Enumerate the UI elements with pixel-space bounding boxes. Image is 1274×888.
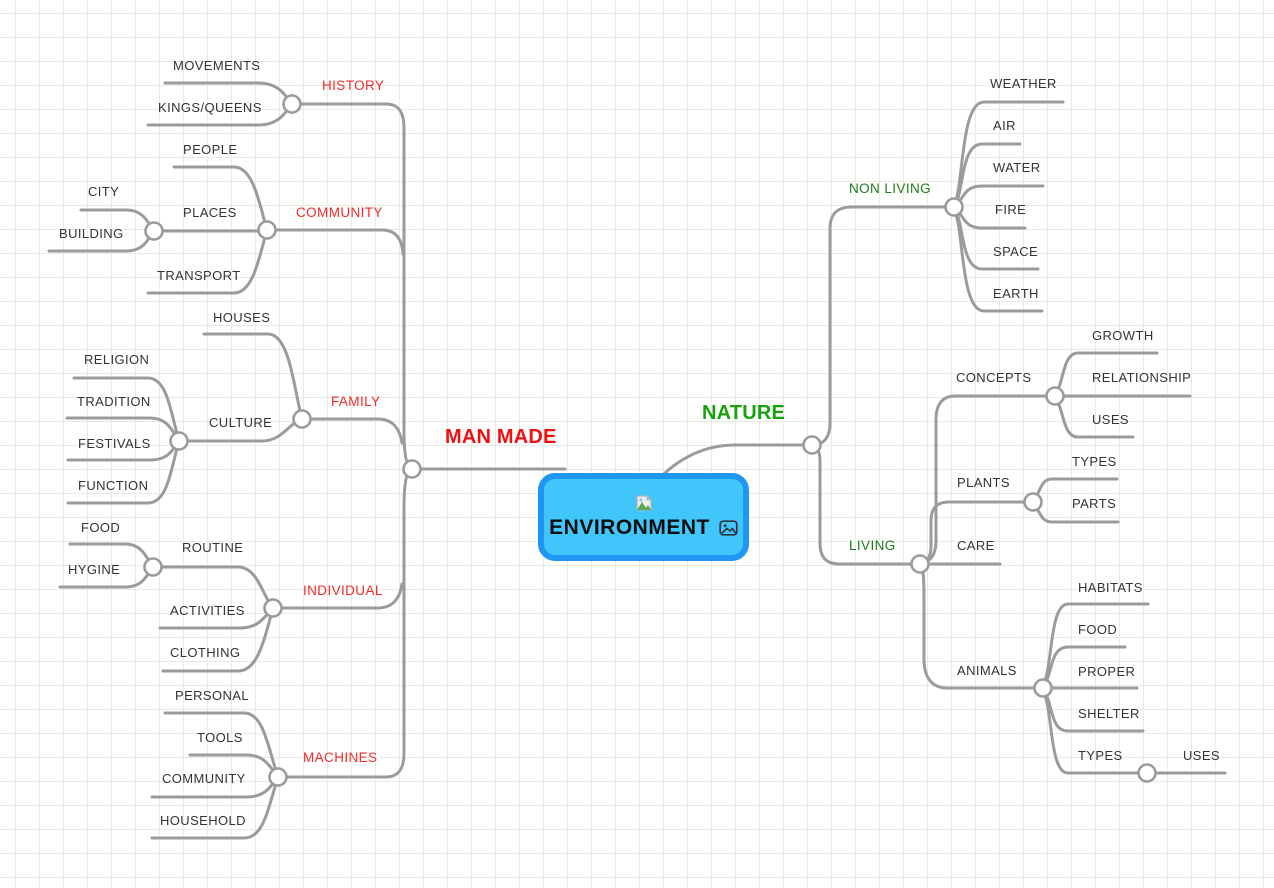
branch-connector [172,165,269,232]
node-building[interactable]: BUILDING [59,226,124,241]
node-types[interactable]: TYPES [1072,454,1117,469]
junction-toggle[interactable] [944,197,964,217]
junction-toggle[interactable] [1045,386,1065,406]
node-family[interactable]: FAMILY [331,394,381,409]
node-transport[interactable]: TRANSPORT [157,268,241,283]
branch-connector [163,711,280,779]
junction-toggle[interactable] [1023,492,1043,512]
branch-connector [202,332,304,421]
node-personal[interactable]: PERSONAL [175,688,250,703]
node-fire[interactable]: FIRE [995,202,1027,217]
node-individual[interactable]: INDIVIDUAL [303,583,383,598]
branch-connector [271,582,404,610]
node-living[interactable]: LIVING [849,538,896,553]
center-node-environment[interactable]: ENVIRONMENT [538,473,749,561]
junction-toggle[interactable] [1137,763,1157,783]
branch-connector [952,207,1040,271]
node-uses-2[interactable]: USES [1183,748,1221,763]
branch-connector [810,205,956,447]
branch-connector [384,467,415,779]
branch-connector [384,102,415,471]
node-movements[interactable]: MOVEMENTS [173,58,261,73]
node-machines[interactable]: MACHINES [303,750,378,765]
node-city[interactable]: CITY [88,184,120,199]
node-habitats[interactable]: HABITATS [1078,580,1143,595]
node-people[interactable]: PEOPLE [183,142,238,157]
node-weather[interactable]: WEATHER [990,76,1057,91]
center-node-title: ENVIRONMENT [549,515,710,539]
junction-toggle[interactable] [402,459,422,479]
branch-connector [66,439,181,505]
junction-toggle[interactable] [910,554,930,574]
node-function[interactable]: FUNCTION [78,478,149,493]
branch-connector [146,228,269,295]
node-man-made[interactable]: MAN MADE [445,426,557,448]
node-food[interactable]: FOOD [81,520,121,535]
node-history[interactable]: HISTORY [322,78,385,93]
branch-connector [952,208,1044,313]
branch-connector [161,606,275,673]
node-nature[interactable]: NATURE [702,402,786,424]
node-culture[interactable]: CULTURE [209,415,273,430]
node-parts[interactable]: PARTS [1072,496,1117,511]
junction-toggle[interactable] [282,94,302,114]
branch-connector [300,417,404,445]
photo-icon[interactable] [719,519,738,536]
junction-toggle[interactable] [143,557,163,577]
node-growth[interactable]: GROWTH [1092,328,1154,343]
junction-toggle[interactable] [268,767,288,787]
node-plants[interactable]: PLANTS [957,475,1010,490]
node-religion[interactable]: RELIGION [84,352,150,367]
node-concepts[interactable]: CONCEPTS [956,370,1032,385]
node-shelter[interactable]: SHELTER [1078,706,1140,721]
node-activities[interactable]: ACTIVITIES [170,603,245,618]
node-relationship[interactable]: RELATIONSHIP [1092,370,1192,385]
node-community-2[interactable]: COMMUNITY [162,771,246,786]
center-title-row: ENVIRONMENT [549,516,738,540]
branch-connector [1041,689,1141,775]
junction-toggle[interactable] [292,409,312,429]
node-space[interactable]: SPACE [993,244,1039,259]
branch-connector [1041,602,1150,687]
node-types-2[interactable]: TYPES [1078,748,1123,763]
node-non-living[interactable]: NON LIVING [849,181,932,196]
node-care[interactable]: CARE [957,538,995,553]
broken-image-icon [635,494,653,511]
node-animals[interactable]: ANIMALS [957,663,1017,678]
node-kings-queens[interactable]: KINGS/QUEENS [158,100,262,115]
node-household[interactable]: HOUSEHOLD [160,813,246,828]
junction-toggle[interactable] [802,435,822,455]
node-routine[interactable]: ROUTINE [182,540,244,555]
junction-toggle[interactable] [144,221,164,241]
node-uses[interactable]: USES [1092,412,1130,427]
branch-connector [72,376,181,443]
node-festivals[interactable]: FESTIVALS [78,436,151,451]
node-air[interactable]: AIR [993,118,1016,133]
junction-toggle[interactable] [263,598,283,618]
node-earth[interactable]: EARTH [993,286,1039,301]
branch-connector [918,394,1049,566]
node-food-2[interactable]: FOOD [1078,622,1118,637]
node-proper[interactable]: PROPER [1078,664,1136,679]
junction-toggle[interactable] [1033,678,1053,698]
node-places[interactable]: PLACES [183,205,237,220]
node-hygine[interactable]: HYGINE [68,562,121,577]
junction-toggle[interactable] [169,431,189,451]
node-clothing[interactable]: CLOTHING [170,645,241,660]
branch-connector [150,775,280,840]
node-tools[interactable]: TOOLS [197,730,243,745]
node-tradition[interactable]: TRADITION [77,394,151,409]
junction-toggle[interactable] [257,220,277,240]
branch-connector [265,228,405,256]
node-community[interactable]: COMMUNITY [296,205,383,220]
branch-connector [151,565,275,610]
node-water[interactable]: WATER [993,160,1041,175]
node-houses[interactable]: HOUSES [213,310,271,325]
